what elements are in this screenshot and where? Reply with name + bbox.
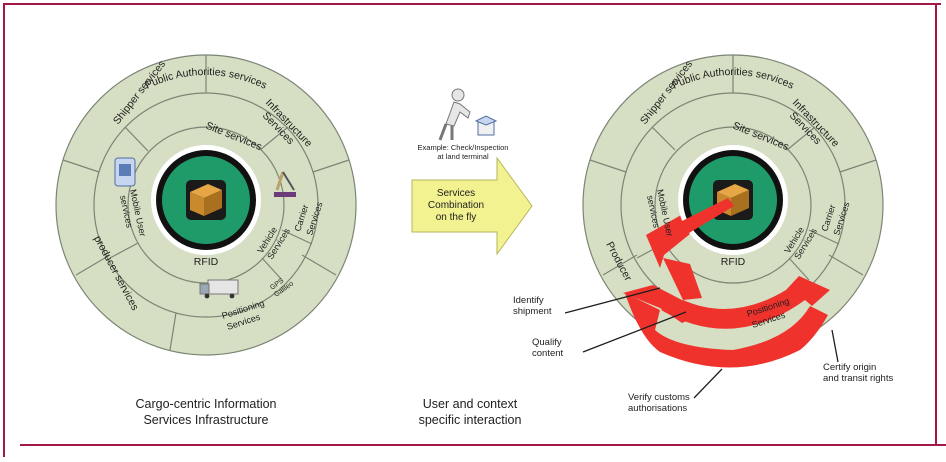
positioning-highlight	[661, 276, 830, 329]
identify-pointer	[676, 198, 734, 236]
example-label-2: at land terminal	[437, 152, 489, 161]
callout-leaders	[564, 287, 839, 399]
certify-callout: Certify origin and transit rights	[823, 362, 894, 384]
inspected-box-icon	[474, 115, 498, 136]
left-cargo-box-icon	[186, 180, 226, 220]
left-service-wheel: Public Authorities services Shipper serv…	[55, 54, 357, 356]
left-mobile-device-icon	[114, 157, 136, 187]
right-inner-ring-border	[654, 126, 812, 284]
left-crane-icon	[274, 171, 296, 197]
inspection-person-icon	[438, 88, 471, 141]
left-inner-ring-border	[127, 126, 285, 284]
right-service-wheel: Public Authorities services Shipper serv…	[582, 54, 884, 368]
frame-bottom-line	[20, 444, 946, 446]
customs-arc-highlight	[625, 293, 828, 368]
example-label-1: Example: Check/Inspection	[418, 143, 509, 152]
right-spokes	[589, 55, 877, 281]
left-caption: Cargo-centric Information Services Infra…	[135, 397, 277, 427]
mobile-highlight	[663, 258, 702, 300]
identify-callout: Identify shipment	[513, 295, 552, 317]
arrow-label-1: Services	[437, 188, 475, 199]
middle-caption: User and context specific interaction	[418, 397, 522, 427]
arrow-label-2: Combination	[428, 200, 484, 211]
left-spokes	[62, 55, 350, 351]
combination-arrow	[411, 156, 533, 256]
arrow-label-3: on the fly	[436, 212, 477, 223]
right-core-label: RFID	[721, 256, 746, 268]
left-truck-icon	[199, 279, 239, 299]
left-core-label: RFID	[194, 256, 219, 268]
figure-frame	[3, 3, 941, 457]
verify-callout: Verify customs authorisations	[628, 392, 690, 414]
frame-right-line	[935, 3, 937, 445]
qualify-callout: Qualify content	[532, 337, 564, 359]
